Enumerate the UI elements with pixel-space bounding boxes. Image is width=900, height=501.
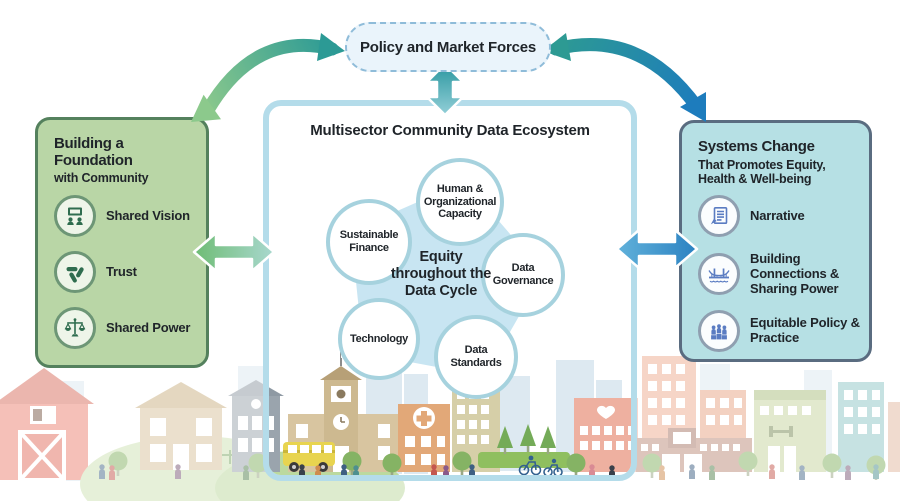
bridge-icon [698,253,740,296]
balance-scale-icon [54,307,96,349]
foundation-item-trust: Trust [54,251,198,293]
pill-label: Policy and Market Forces [359,38,537,56]
ecosystem-title: Multisector Community Data Ecosystem [310,122,590,139]
systems-item-equitable-policy: Equitable Policy & Practice [698,310,861,352]
node-sustainable-finance: Sustainable Finance [326,199,412,285]
foundation-item-shared-power: Shared Power [54,307,198,349]
foundation-title: Building a Foundation [54,135,133,169]
systems-change-panel: Systems Change That Promotes Equity, Hea… [679,120,872,362]
systems-title: Systems Change [698,138,815,155]
foundation-item-shared-vision: Shared Vision [54,195,198,237]
trust-hands-icon [54,251,96,293]
shared-vision-icon [54,195,96,237]
narrative-document-icon [698,195,740,237]
systems-subtitle: That Promotes Equity, Health & Well-bein… [698,157,826,186]
ecosystem-panel: Multisector Community Data Ecosystem Hum… [263,100,637,481]
foundation-panel: Building a Foundation with Community Sha… [35,117,209,368]
systems-item-building-connections: Building Connections & Sharing Power [698,251,861,297]
systems-item-narrative: Narrative [698,195,861,237]
node-human-organizational-capacity: Human & Organizational Capacity [416,158,504,246]
node-data-standards: Data Standards [434,315,518,399]
policy-market-forces-pill: Policy and Market Forces [345,22,551,72]
equity-people-icon [698,310,740,352]
equity-center-label: Equity throughout the Data Cycle [390,249,492,299]
node-data-governance: Data Governance [481,233,565,317]
foundation-subtitle: with Community [54,171,149,185]
node-technology: Technology [338,298,420,380]
